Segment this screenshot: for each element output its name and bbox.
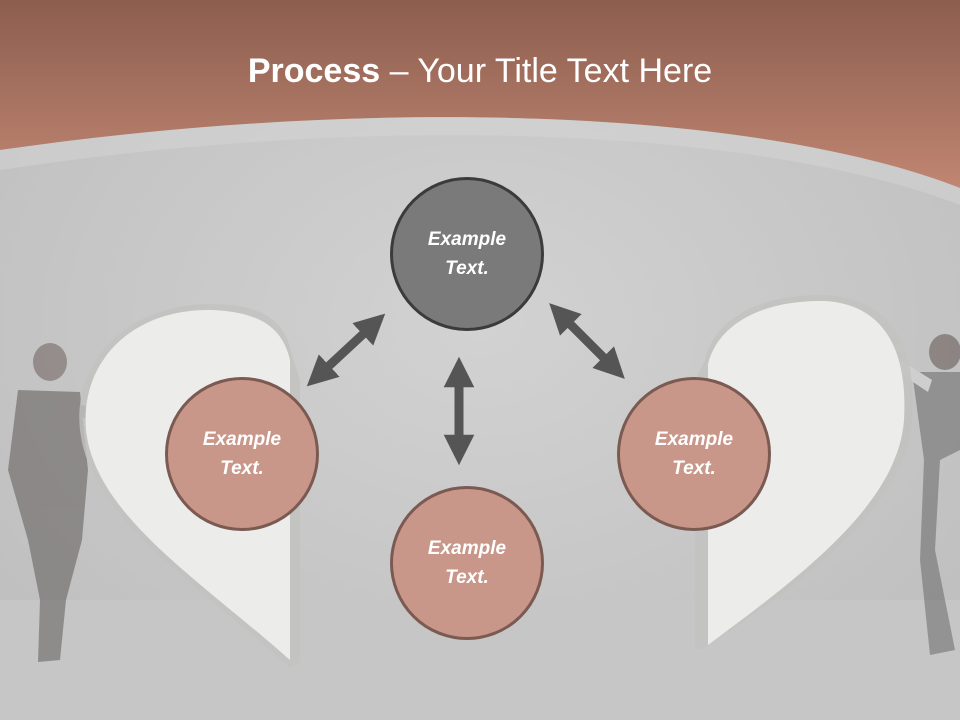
slide-title: Process – Your Title Text Here — [0, 52, 960, 91]
node-right-line2: Text. — [672, 458, 716, 479]
node-bottom-line2: Text. — [445, 567, 489, 588]
node-top-line1: Example — [427, 229, 507, 250]
node-left: Example Text. — [165, 377, 319, 531]
title-bold: Process — [247, 52, 381, 90]
node-top-line2: Text. — [445, 258, 489, 279]
node-top: Example Text. — [390, 177, 544, 331]
node-right: Example Text. — [617, 377, 771, 531]
node-left-line2: Text. — [220, 458, 264, 479]
node-right-line1: Example — [654, 429, 734, 450]
title-rest: – Your Title Text Here — [380, 52, 713, 90]
node-bottom-line1: Example — [427, 538, 507, 559]
node-left-line1: Example — [202, 429, 282, 450]
businesswoman-figure — [898, 334, 960, 655]
right-heart-half — [695, 294, 913, 650]
node-bottom: Example Text. — [390, 486, 544, 640]
